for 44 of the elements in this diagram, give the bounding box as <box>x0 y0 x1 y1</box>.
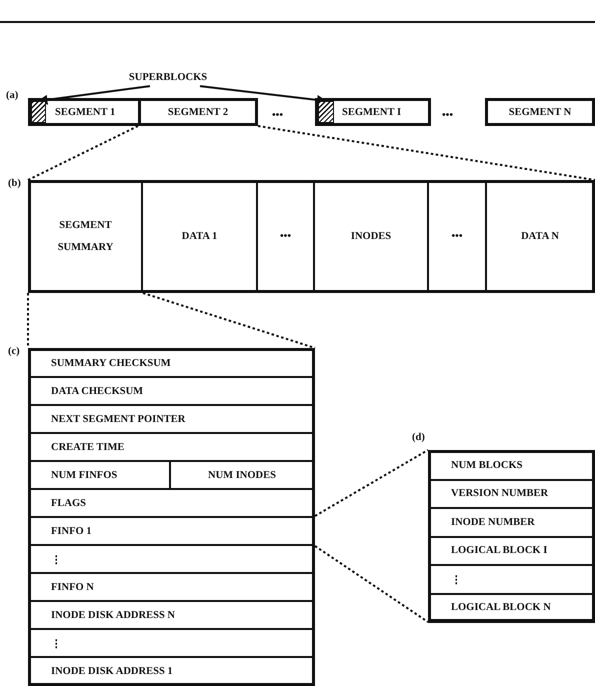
ellipsis-mark: ••• <box>442 110 454 121</box>
field-row: ⋮ <box>28 628 315 658</box>
segment-box: SEGMENT N <box>485 98 595 126</box>
field-row: NEXT SEGMENT POINTER <box>28 404 315 434</box>
zoom-line <box>27 293 29 348</box>
segment-label: SEGMENT 1 <box>55 107 116 118</box>
panel-letter: (b) <box>8 178 21 189</box>
field-row: LOGICAL BLOCK N <box>428 592 595 623</box>
panel-letter: (a) <box>6 90 18 101</box>
superblock-hatch <box>31 101 46 123</box>
segment-box <box>28 98 141 126</box>
zoom-line <box>314 545 429 623</box>
field-row: CREATE TIME <box>28 432 315 462</box>
field-row: INODE DISK ADDRESS N <box>28 600 315 630</box>
field-row: DATA CHECKSUM <box>28 376 315 406</box>
panel-letter: (c) <box>8 346 20 357</box>
field-row: NUM INODES <box>169 460 315 490</box>
structure-box <box>28 180 595 293</box>
segment-box: SEGMENT 2 <box>138 98 258 126</box>
segment-cell: DATA 1 <box>141 180 258 293</box>
structure-box <box>28 348 315 686</box>
segment-label: SEGMENT I <box>342 107 402 118</box>
field-row: NUM FINFOS <box>28 460 171 490</box>
structure-box <box>428 450 595 622</box>
field-row: VERSION NUMBER <box>428 478 595 509</box>
zoom-line <box>28 125 138 181</box>
field-row: ⋮ <box>28 544 315 574</box>
panel-letter: (d) <box>412 432 425 443</box>
field-row: FINFO 1 <box>28 516 315 546</box>
segment-box <box>315 98 431 126</box>
field-row: FINFO N <box>28 572 315 602</box>
segment-cell: ••• <box>427 180 487 293</box>
segment-cell: INODES <box>313 180 429 293</box>
zoom-line <box>314 449 428 517</box>
superblocks-label: SUPERBLOCKS <box>128 70 208 84</box>
ellipsis-mark: ••• <box>272 110 284 121</box>
field-row: FLAGS <box>28 488 315 518</box>
field-row: LOGICAL BLOCK I <box>428 536 595 566</box>
zoom-line <box>142 292 316 349</box>
field-row: ⋮ <box>428 564 595 594</box>
superblock-hatch <box>318 101 334 123</box>
field-row: INODE NUMBER <box>428 507 595 538</box>
segment-cell: ••• <box>256 180 315 293</box>
zoom-line <box>258 125 595 181</box>
